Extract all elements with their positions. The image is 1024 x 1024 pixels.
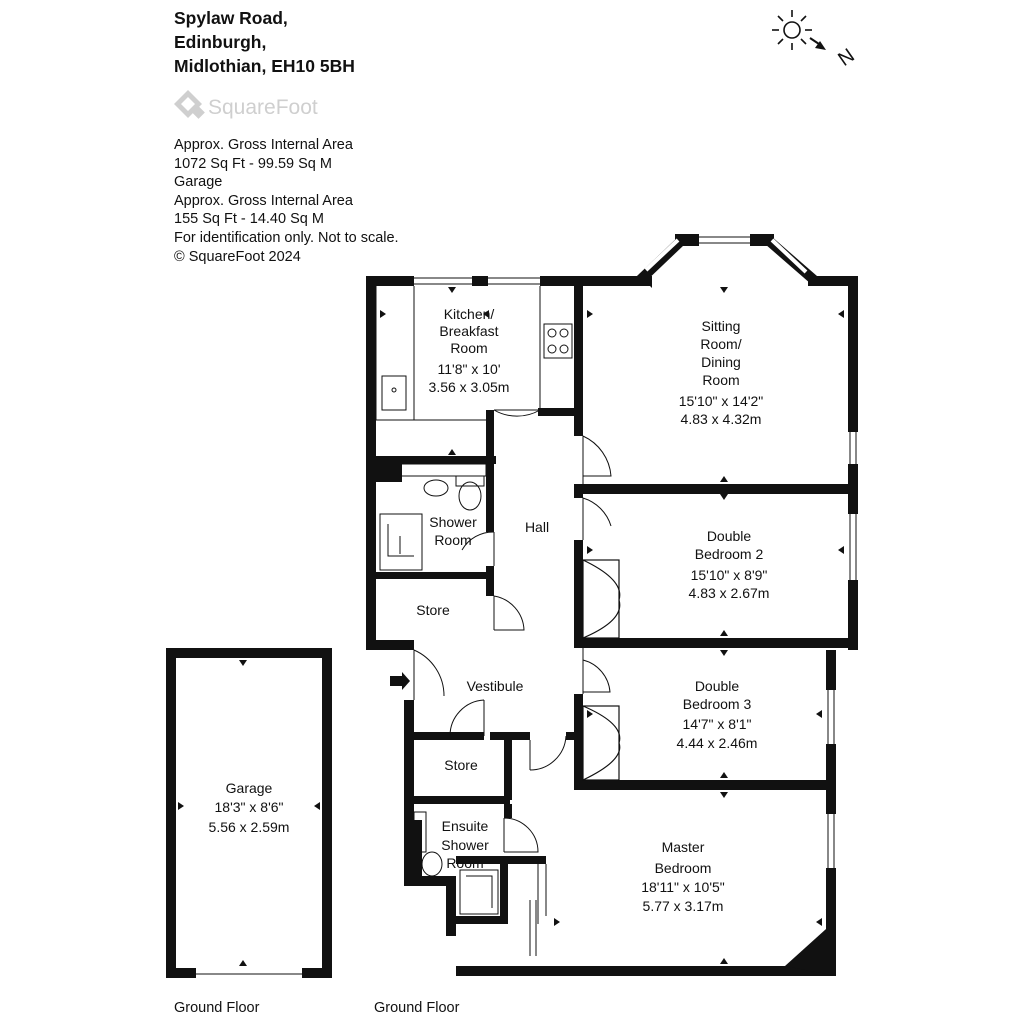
interior-walls [376,276,858,924]
svg-text:Ensuite: Ensuite [442,818,489,834]
ensuite-shower-icon [459,869,499,915]
svg-text:Store: Store [416,602,450,618]
toilet-icon [458,481,482,511]
dimension-ticks [178,287,844,966]
svg-text:Shower: Shower [429,514,477,530]
svg-text:Sitting: Sitting [702,318,741,334]
svg-text:5.77 x 3.17m: 5.77 x 3.17m [643,898,724,914]
room-label-store-2: Store [444,757,478,773]
info-line: 1072 Sq Ft - 99.59 Sq M [174,155,332,172]
svg-text:Shower: Shower [441,837,489,853]
room-label-bedroom-2: Double Bedroom 2 15'10" x 8'9" 4.83 x 2.… [689,528,770,601]
wardrobes [582,559,621,781]
svg-text:Bedroom 2: Bedroom 2 [695,546,764,562]
svg-text:4.83 x 4.32m: 4.83 x 4.32m [681,411,762,427]
svg-text:Double: Double [707,528,752,544]
svg-text:4.44 x 2.46m: 4.44 x 2.46m [677,735,758,751]
svg-text:Room/: Room/ [700,336,741,352]
svg-text:Bedroom: Bedroom [655,860,712,876]
address-line: Spylaw Road, [174,8,288,28]
basin-icon [423,479,449,497]
room-label-sitting-room: Sitting Room/ Dining Room 15'10" x 14'2"… [679,318,764,427]
svg-text:4.83 x 2.67m: 4.83 x 2.67m [689,585,770,601]
garage-walls [166,648,332,978]
svg-text:3.56 x 3.05m: 3.56 x 3.05m [429,379,510,395]
svg-text:Store: Store [444,757,478,773]
property-address: Spylaw Road, Edinburgh, Midlothian, EH10… [174,6,355,78]
svg-text:15'10" x 8'9": 15'10" x 8'9" [691,567,768,583]
svg-text:Room: Room [702,372,739,388]
room-label-shower-room: Shower Room [429,514,477,548]
svg-text:Dining: Dining [701,354,741,370]
info-line: © SquareFoot 2024 [174,248,301,265]
sink-icon [381,375,407,411]
svg-text:5.56 x 2.59m: 5.56 x 2.59m [209,819,290,835]
entrance-arrow-icon [390,672,410,690]
svg-text:Master: Master [662,839,705,855]
room-label-ensuite: Ensuite Shower Room [441,818,489,871]
windows [414,277,857,868]
ensuite-cistern-icon [413,811,427,853]
doors [413,409,612,956]
room-label-hall: Hall [525,519,549,535]
brand-name: SquareFoot [208,96,318,119]
svg-text:Breakfast: Breakfast [439,323,498,339]
svg-text:Hall: Hall [525,519,549,535]
svg-text:15'10" x 14'2": 15'10" x 14'2" [679,393,764,409]
svg-text:Room: Room [450,340,487,356]
toilet-cistern-icon [455,475,485,487]
svg-text:14'7" x 8'1": 14'7" x 8'1" [683,716,752,732]
room-label-garage: Garage 18'3" x 8'6" 5.56 x 2.59m [209,780,290,835]
squarefoot-logo: SquareFoot [174,90,318,119]
svg-text:18'3" x 8'6": 18'3" x 8'6" [215,799,284,815]
svg-text:Garage: Garage [226,780,273,796]
svg-text:18'11" x 10'5": 18'11" x 10'5" [641,879,725,895]
svg-text:11'8" x 10': 11'8" x 10' [438,361,501,377]
svg-text:Double: Double [695,678,740,694]
ensuite-basin-icon [421,851,443,877]
room-label-store-1: Store [416,602,450,618]
info-line: 155 Sq Ft - 14.40 Sq M [174,211,324,228]
info-line: Approx. Gross Internal Area [174,192,353,209]
svg-text:Room: Room [434,532,471,548]
bay-window [636,236,818,284]
address-line: Midlothian, EH10 5BH [174,56,355,76]
info-line: Garage [174,174,223,191]
svg-text:Vestibule: Vestibule [467,678,524,694]
svg-text:Kitchen/: Kitchen/ [444,306,495,322]
svg-text:Bedroom 3: Bedroom 3 [683,696,752,712]
address-line: Edinburgh, [174,32,267,52]
room-label-kitchen: Kitchen/ Breakfast Room 11'8" x 10' 3.56… [429,306,510,395]
area-info: Approx. Gross Internal Area 1072 Sq Ft -… [174,136,399,266]
svg-text:Room: Room [446,855,483,871]
shower-tray-icon [379,513,423,571]
room-label-bedroom-3: Double Bedroom 3 14'7" x 8'1" 4.44 x 2.4… [677,678,758,751]
room-label-vestibule: Vestibule [467,678,524,694]
compass-icon: N [772,10,859,71]
info-line: For identification only. Not to scale. [174,229,399,246]
room-label-master-bedroom: Master Bedroom 18'11" x 10'5" 5.77 x 3.1… [641,839,725,914]
floor-label-garage: Ground Floor [174,1000,260,1016]
info-line: Approx. Gross Internal Area [174,137,353,153]
fixtures [375,286,573,915]
floor-label-flat: Ground Floor [374,1000,460,1016]
hob-icon [543,323,573,359]
